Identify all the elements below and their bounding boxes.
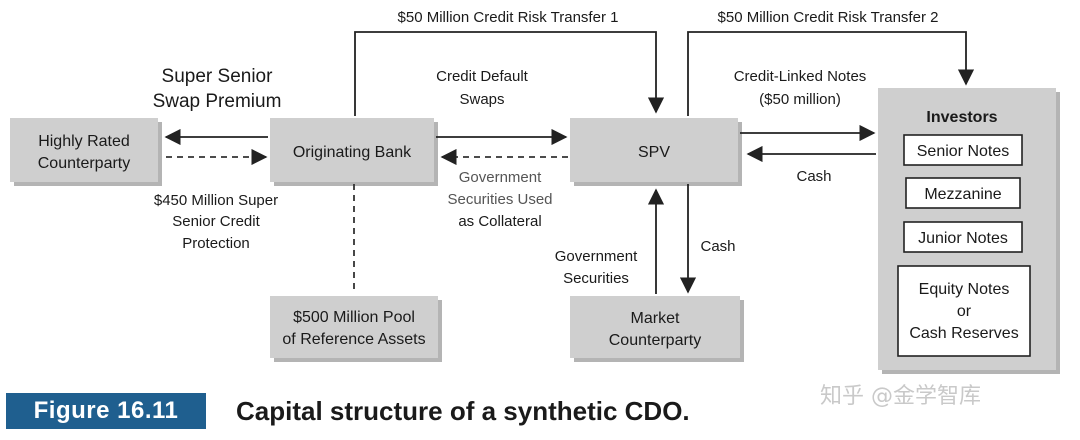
label-collateral-3: as Collateral <box>458 213 541 230</box>
label-protection-3: Protection <box>182 235 250 252</box>
arrow-transfer-2 <box>687 31 975 116</box>
node-reference-pool: $500 Million Pool of Reference Assets <box>270 296 442 362</box>
tranche-senior-label: Senior Notes <box>917 143 1010 160</box>
tranche-equity-label-2: or <box>957 303 972 320</box>
node-market-counterparty: Market Counterparty <box>570 296 744 362</box>
tranche-mezzanine-label: Mezzanine <box>924 186 1001 203</box>
market-label-2: Counterparty <box>609 332 702 349</box>
tranche-senior-box <box>903 134 1023 166</box>
counterparty-label-2: Counterparty <box>38 155 131 172</box>
label-premium-2: Swap Premium <box>153 91 282 112</box>
tranche-equity-label-3: Cash Reserves <box>909 325 1018 342</box>
figure-title: Capital structure of a synthetic CDO. <box>236 396 690 426</box>
figure-label: Figure 16.11 <box>6 393 206 429</box>
label-transfer-1: $50 Million Credit Risk Transfer 1 <box>398 9 619 26</box>
tranche-junior-box <box>903 221 1023 253</box>
label-collateral-2: Securities Used <box>447 191 552 208</box>
tranche-equity-label-1: Equity Notes <box>919 281 1010 298</box>
investors-title: Investors <box>926 109 997 126</box>
label-cash-investors: Cash <box>796 168 831 185</box>
node-counterparty: Highly Rated Counterparty <box>10 118 162 186</box>
label-protection-2: Senior Credit <box>172 213 260 230</box>
label-cds-2: Swaps <box>459 91 504 108</box>
label-cln-1: Credit-Linked Notes <box>734 68 867 85</box>
watermark-text: 知乎 @金学智库 <box>820 384 981 409</box>
label-gov-sec-1: Government <box>555 248 638 265</box>
label-gov-sec-2: Securities <box>563 270 629 287</box>
label-collateral-1: Government <box>459 169 542 186</box>
arrow-transfer-1 <box>354 31 665 116</box>
pool-label-1: $500 Million Pool <box>293 309 415 326</box>
label-cln-2: ($50 million) <box>759 91 841 108</box>
label-protection-1: $450 Million Super <box>154 192 278 209</box>
label-transfer-2: $50 Million Credit Risk Transfer 2 <box>718 9 939 26</box>
label-premium-1: Super Senior <box>162 66 274 87</box>
node-investors: Investors Senior Notes Mezzanine Junior … <box>878 88 1060 374</box>
bank-label: Originating Bank <box>293 144 412 161</box>
tranche-mezzanine-box <box>905 177 1021 209</box>
spv-label: SPV <box>638 144 670 161</box>
label-cash-market: Cash <box>700 238 735 255</box>
node-spv: SPV <box>570 118 742 186</box>
tranche-equity-box <box>897 265 1031 357</box>
label-cds-1: Credit Default <box>436 68 529 85</box>
node-originating-bank: Originating Bank <box>270 118 438 186</box>
market-label-1: Market <box>631 310 680 327</box>
counterparty-label-1: Highly Rated <box>38 133 130 150</box>
pool-label-2: of Reference Assets <box>282 331 425 348</box>
tranche-junior-label: Junior Notes <box>918 230 1008 247</box>
